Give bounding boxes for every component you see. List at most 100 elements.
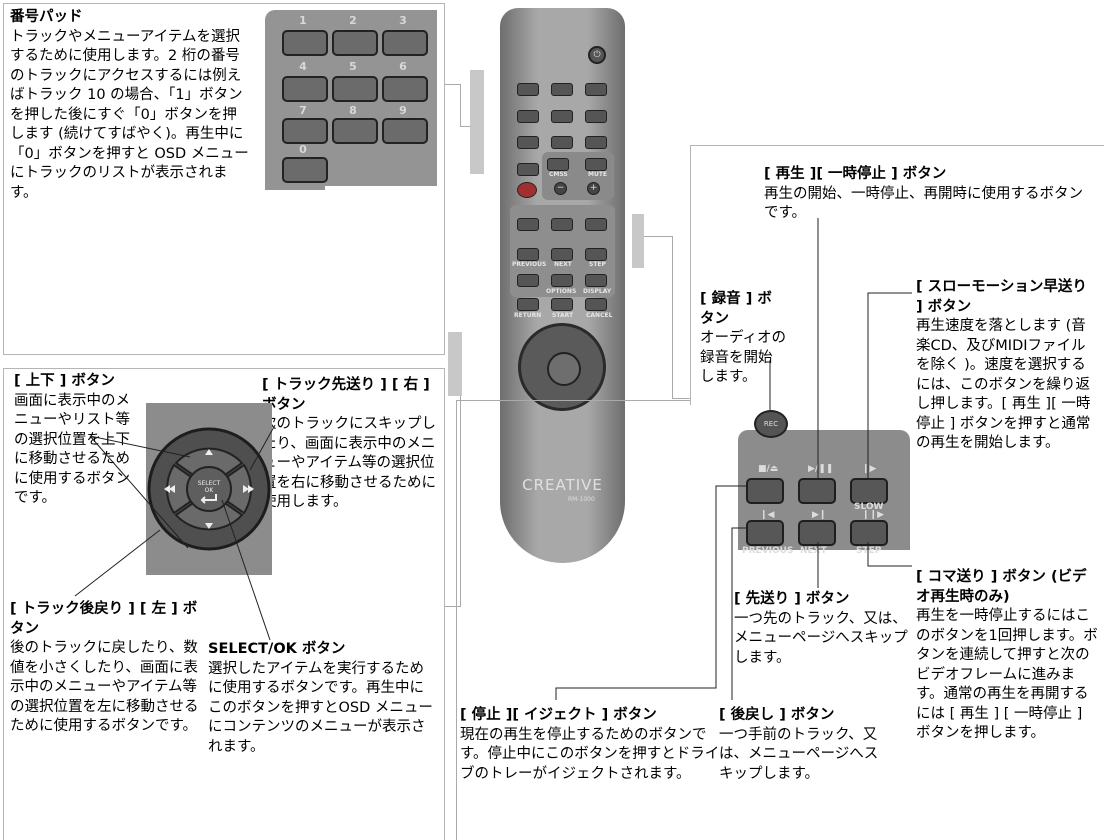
remote-slow-button[interactable] [585,218,607,231]
svg-text:SELECT: SELECT [198,480,221,487]
previous-icon: ❙◀ [760,510,775,520]
power-icon[interactable]: ⏻ [588,46,606,64]
record-callout: [ 録音 ] ボタン オーディオの録音を開始します。 [700,290,786,388]
numpad-callout: 番号パッド トラックやメニューアイテムを選択するために使用します。2 桁の番号の… [10,8,250,203]
remote-key-7[interactable] [517,136,539,149]
slow-button[interactable] [850,478,888,504]
dpad-illustration: SELECT OK [146,403,272,575]
select-body: 選択したアイテムを実行するために使用するボタンです。再生中にこのボタンを押すとO… [208,660,433,755]
remote-display-button[interactable] [585,274,607,287]
remote-key-1[interactable] [517,83,539,96]
transport-panel [690,145,1104,405]
remote-cmss-label: CMSS [549,171,568,178]
stop-title: [ 停止 ][ イジェクト ] ボタン [460,707,657,723]
remote-key-8[interactable] [551,136,573,149]
previous-button[interactable] [746,520,784,546]
remote-next-button[interactable] [551,248,573,261]
volume-up-icon[interactable]: + [587,182,600,195]
remote-return-button[interactable] [517,298,539,311]
remote-key-6[interactable] [585,110,607,123]
stop-eject-icon: ■/⏏ [758,464,779,474]
updown-body: 画面に表示中のメニューやリスト等の選択位置を上下に移動させるために使用するボタン… [14,392,130,507]
remote-cancel-label: CANCEL [586,312,613,319]
updown-callout: [ 上下 ] ボタン 画面に表示中のメニューやリスト等の選択位置を上下に移動させ… [14,372,144,509]
next-icon: ▶❙ [812,510,827,520]
remote-key-0[interactable] [517,163,539,176]
remote-start-label: START [552,312,574,319]
volume-down-icon[interactable]: − [554,182,567,195]
play-pause-button[interactable] [798,478,836,504]
remote-key-2[interactable] [551,83,573,96]
numpad-key-5[interactable] [332,76,378,102]
dpad-pointer-lines [74,424,276,641]
dpad-bracket [448,332,462,396]
remote-prev-button[interactable] [517,248,539,261]
remote-key-4[interactable] [517,110,539,123]
numpad-key-label: 6 [399,60,407,73]
dpad-connector [460,396,461,606]
remote-cmss-button[interactable] [547,158,569,171]
numpad-key-0[interactable] [282,157,328,183]
stop-body: 現在の再生を停止するためのボタンです。停止中にこのボタンを押すとドライブのトレー… [460,726,720,782]
remote-cancel-button[interactable] [585,298,607,311]
dpad-graphic: SELECT OK [147,427,271,551]
numpad-key-3[interactable] [382,30,428,56]
remote-mute-button[interactable] [585,158,607,171]
remote-play-button[interactable] [551,218,573,231]
transport-bracket [632,214,644,268]
numpad-key-label: 9 [399,104,407,117]
right-callout: [ トラック先送り ] [ 右 ] ボタン 次のトラックにスキップしたり、画面に… [262,376,438,513]
remote-dpad[interactable] [518,323,606,411]
step-body: 再生を一時停止するにはこのボタンを1回押します。ボタンを連続して押すと次のビデオ… [916,608,1098,741]
left-callout: [ トラック後戻り ] [ 左 ] ボタン 後のトラックに戻したり、数値を小さく… [10,600,206,737]
prev-callout: [ 後戻し ] ボタン 一つ手前のトラック、又は、メニューページへスキップします… [719,706,879,784]
remote-stop-button[interactable] [517,218,539,231]
numpad-key-label: 4 [299,60,307,73]
remote-start-button[interactable] [551,298,573,311]
numpad-key-4[interactable] [282,76,328,102]
remote-ease-button[interactable] [517,274,539,287]
remote-previous-label: PREVIOUS [512,261,547,268]
numpad-connector [445,84,460,85]
remote-brand: CREATIVE [522,476,603,494]
numpad-key-8[interactable] [332,118,378,144]
numpad-body: トラックやメニューアイテムを選択するために使用します。2 桁の番号のトラックにア… [10,28,249,201]
step-label: STEP [856,546,882,556]
prev-body: 一つ手前のトラック、又は、メニューページへスキップします。 [719,726,879,782]
slow-body: 再生速度を落とします (音楽CD、及びMIDIファイルを除く )。速度を選択する… [916,318,1091,451]
stop-callout: [ 停止 ][ イジェクト ] ボタン 現在の再生を停止するためのボタンです。停… [460,706,722,784]
remote-key-5[interactable] [551,110,573,123]
step-callout: [ コマ送り ] ボタン (ビデオ再生時のみ) 再生を一時停止するにはこのボタン… [916,568,1100,744]
next-title: [ 先送り ] ボタン [734,591,850,607]
numpad-bracket [470,70,484,174]
remote-step-button[interactable] [585,248,607,261]
numpad-key-1[interactable] [282,30,328,56]
transport-panel-edge [456,400,457,840]
numpad-key-6[interactable] [382,76,428,102]
remote-rec-button[interactable] [517,182,537,198]
numpad-key-7[interactable] [282,118,328,144]
remote-options-button[interactable] [551,274,573,287]
select-callout: SELECT/OK ボタン 選択したアイテムを実行するために使用するボタンです。… [208,640,434,757]
stop-eject-button[interactable] [746,478,784,504]
next-button[interactable] [798,520,836,546]
dpad-connector [445,606,461,607]
remote-key-3[interactable] [585,83,607,96]
previous-label: PREVIOUS [742,546,794,556]
numpad-key-label: 3 [399,14,407,27]
remote-display-label: DISPLAY [583,288,612,295]
numpad-key-2[interactable] [332,30,378,56]
step-title: [ コマ送り ] ボタン (ビデオ再生時のみ) [916,569,1087,605]
numpad-key-9[interactable] [382,118,428,144]
rec-button-illustration[interactable]: REC [754,410,788,438]
left-body: 後のトラックに戻したり、数値を小さくしたり、画面に表示中のメニューやアイテム等の… [10,640,199,734]
remote-options-label: OPTIONS [546,288,577,295]
numpad-connector [460,84,461,126]
numpad-key-label: 0 [299,143,307,156]
playpause-body: 再生の開始、一時停止、再開時に使用するボタンです。 [764,185,1083,222]
record-body: オーディオの録音を開始します。 [700,330,786,385]
remote-ok-button[interactable] [547,352,581,386]
remote-step-label: STEP [589,261,606,268]
step-button[interactable] [850,520,888,546]
remote-key-9[interactable] [585,136,607,149]
